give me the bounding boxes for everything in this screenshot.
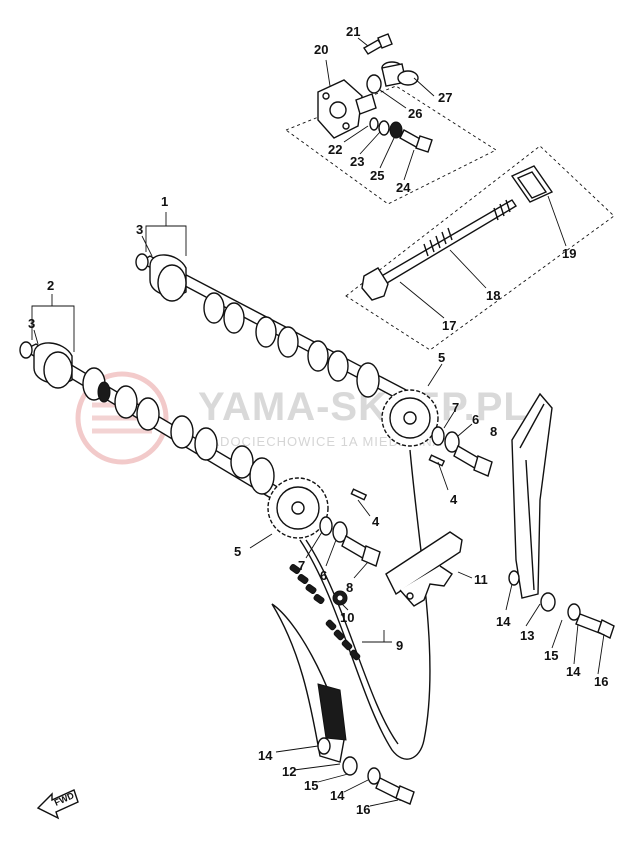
chain-guide-upper [385,531,463,607]
callout-6-upper: 6 [472,412,479,427]
dowel-pin-upper [428,454,446,467]
camshaft-lower [19,341,288,501]
callout-11: 11 [474,572,488,587]
tensioner-cap-27 [381,61,419,87]
washers-22-23-25 [369,117,403,139]
callout-22: 22 [328,142,342,157]
callout-4-upper: 4 [450,492,458,507]
callout-8-lower: 8 [346,580,353,595]
cam-lobes-lower [82,367,275,495]
callout-17: 17 [442,318,456,333]
nut-10 [332,590,348,606]
callout-14-left-b: 14 [330,788,345,803]
guide-assembly-frame [345,145,615,351]
callout-19: 19 [562,246,576,261]
tensioner-gasket-19 [510,165,554,203]
forward-arrow-icon: FWD [36,789,79,820]
chain-guide-right [511,392,553,599]
sprocket-upper [381,389,439,447]
callout-5-lower: 5 [234,544,241,559]
callout-20: 20 [314,42,328,57]
callout-27: 27 [438,90,452,105]
callout-14-right-b: 14 [566,664,581,679]
callout-21: 21 [346,24,360,39]
cam-bolt-upper [431,426,493,477]
callout-2: 2 [47,278,54,293]
leader-lines [31,37,605,807]
callout-12: 12 [282,764,296,779]
callout-7-upper: 7 [452,400,459,415]
callout-6-lower: 6 [320,568,327,583]
callout-9: 9 [396,638,403,653]
guide-bolt-left [317,737,415,805]
callout-5-upper: 5 [438,350,445,365]
chain-links-upper [289,563,325,605]
callout-18: 18 [486,288,500,303]
callout-3-upper: 3 [136,222,143,237]
dowel-pin-lower [350,488,368,501]
camshaft-upper [135,253,412,401]
tensioner-bolt-21 [363,33,393,55]
callout-14-left-a: 14 [258,748,273,763]
guide-bolt-right [508,570,615,639]
oring-26 [366,74,382,94]
callout-15-left: 15 [304,778,318,793]
callout-23: 23 [350,154,364,169]
sprocket-lower [267,477,329,539]
callout-14-right-a: 14 [496,614,511,629]
watermark-subline: RADOCIECHOWICE 1A MIEDZIANA [200,434,442,449]
callout-labels: 1 3 2 3 20 21 27 26 22 23 25 24 19 18 17… [28,24,608,817]
callout-26: 26 [408,106,422,121]
callout-24: 24 [396,180,411,195]
callout-16-right: 16 [594,674,608,689]
callout-3-lower: 3 [28,316,35,331]
cam-lobes-upper [203,292,380,398]
callout-7-lower: 7 [298,558,305,573]
tensioner-bolt-24 [399,129,433,153]
callout-8-upper: 8 [490,424,497,439]
chain-guide-left [271,603,347,763]
tensioner-spring-18 [423,199,511,257]
callout-25: 25 [370,168,384,183]
chain-tensioner [317,79,377,139]
callout-15-right: 15 [544,648,558,663]
callout-1: 1 [161,194,168,209]
tensioner-rod-17 [361,199,517,301]
cam-bolt-lower [319,516,381,567]
chain-links-lower [325,619,361,661]
callout-10: 10 [340,610,354,625]
callout-4-lower: 4 [372,514,380,529]
callout-13: 13 [520,628,534,643]
callout-16-left: 16 [356,802,370,817]
